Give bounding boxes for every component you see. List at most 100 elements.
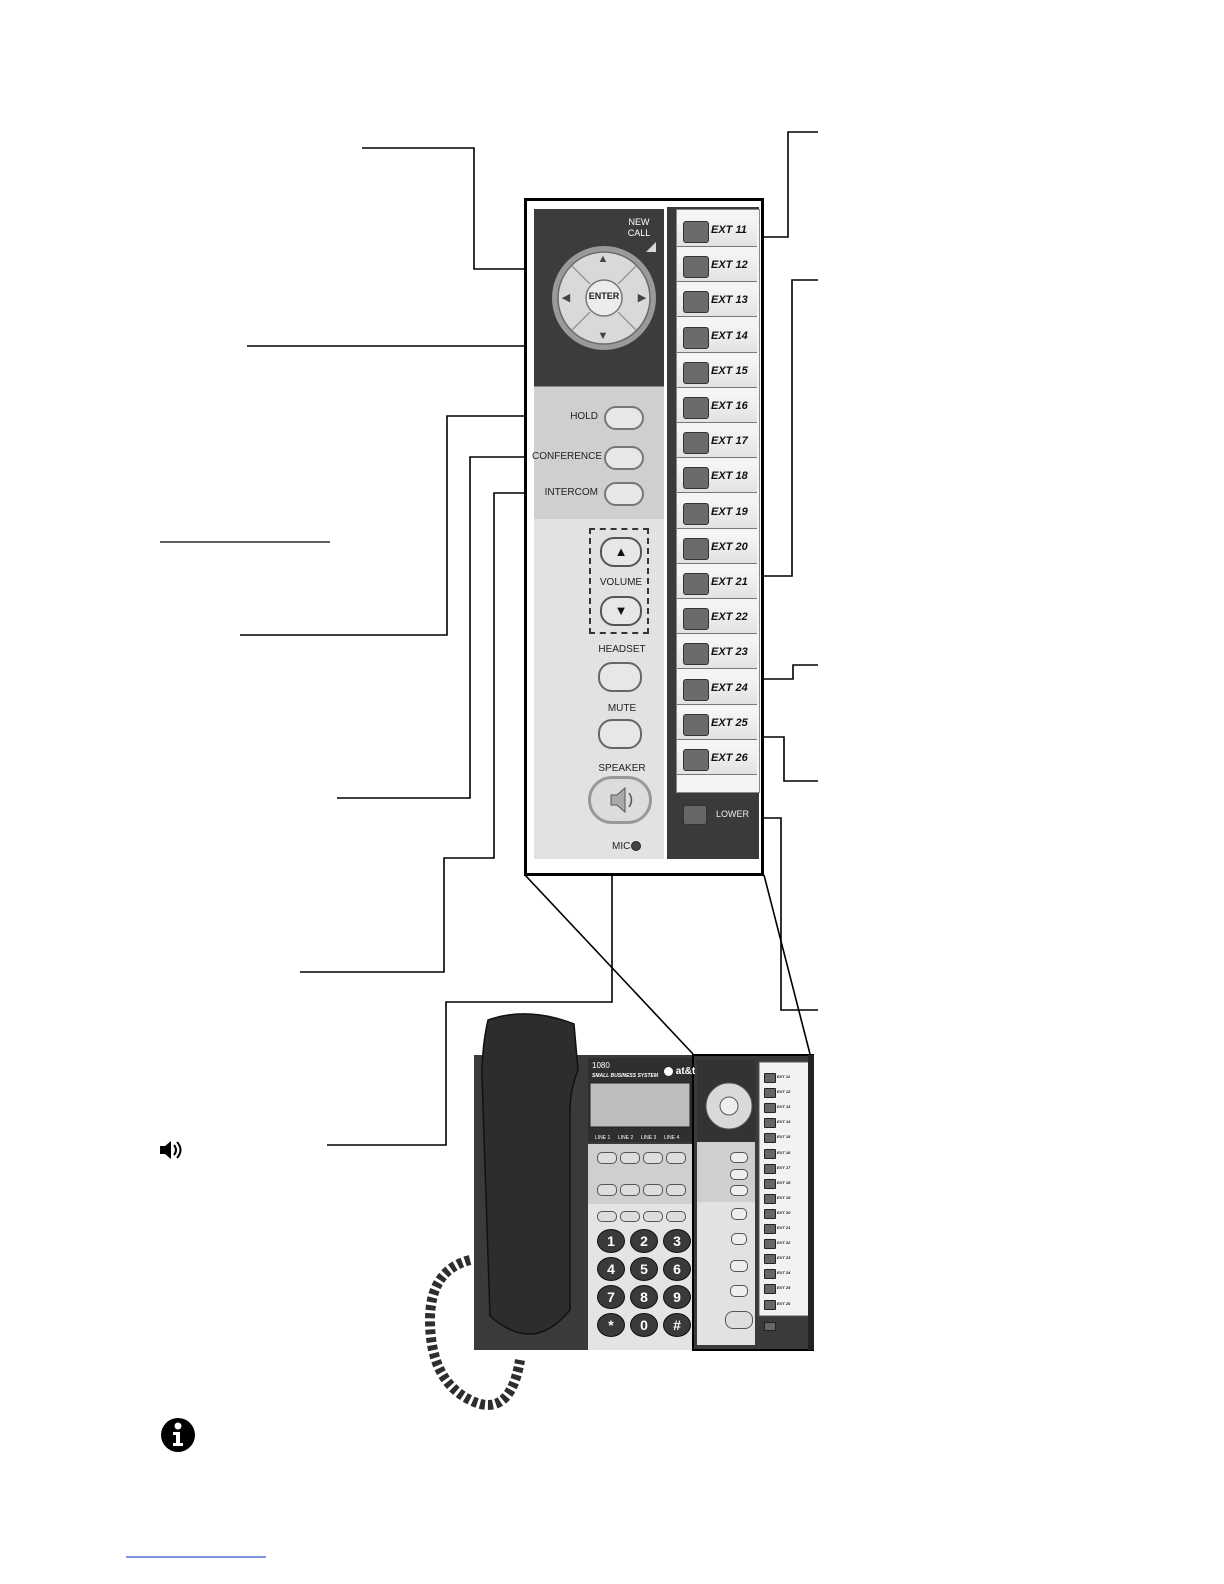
ext-button[interactable] [683,291,709,313]
mini-ext-button[interactable] [764,1103,776,1113]
mini-ext-button[interactable] [764,1073,776,1083]
keypad-key[interactable]: 8 [630,1285,658,1309]
ext-label: EXT 16 [711,400,748,412]
ext-button[interactable] [683,503,709,525]
volume-up-button[interactable]: ▲ [600,537,642,567]
mini-ext-label: EXT 13 [777,1104,791,1109]
nav-up-button[interactable]: ▲ [597,253,609,265]
keypad-key[interactable]: # [663,1313,691,1337]
keypad-key[interactable]: 2 [630,1229,658,1253]
ext-button[interactable] [683,749,709,771]
mini-ext-button[interactable] [764,1269,776,1279]
keypad-key[interactable]: * [597,1313,625,1337]
lower-label: LOWER [716,809,750,819]
keypad-key[interactable]: 7 [597,1285,625,1309]
feature-key[interactable] [666,1211,686,1222]
ext-button[interactable] [683,221,709,243]
feature-key[interactable] [620,1184,640,1196]
mini-ext-button[interactable] [764,1284,776,1294]
feature-key[interactable] [597,1211,617,1222]
ext-button[interactable] [683,538,709,560]
ext-button[interactable] [683,362,709,384]
zoom-line-right [763,874,811,1055]
ext-button[interactable] [683,608,709,630]
mini-speaker-button[interactable] [725,1311,753,1329]
feature-key[interactable] [643,1184,663,1196]
keypad-key[interactable]: 1 [597,1229,625,1253]
line-key[interactable] [666,1152,686,1164]
mini-intercom-button[interactable] [730,1185,748,1196]
intercom-button[interactable] [604,482,644,506]
keypad-key[interactable]: 9 [663,1285,691,1309]
ext-button[interactable] [683,573,709,595]
speaker-button[interactable] [588,776,652,824]
mini-ext-button[interactable] [764,1254,776,1264]
ext-button[interactable] [683,467,709,489]
mini-volume-up[interactable] [731,1208,747,1220]
line-key[interactable] [597,1152,617,1164]
zoom-line-left [524,874,694,1055]
ext-button[interactable] [683,397,709,419]
mini-lower-button[interactable] [764,1322,776,1331]
enter-button[interactable]: ENTER [588,291,620,301]
mini-ext-label: EXT 16 [777,1150,791,1155]
volume-down-button[interactable]: ▼ [600,596,642,626]
mini-ext-button[interactable] [764,1194,776,1204]
conference-button[interactable] [604,446,644,470]
mini-ext-button[interactable] [764,1164,776,1174]
feature-key[interactable] [643,1211,663,1222]
mini-ext-button[interactable] [764,1300,776,1310]
mini-ext-button[interactable] [764,1133,776,1143]
ext-label: EXT 14 [711,330,748,342]
ext-label: EXT 25 [711,717,748,729]
mini-headset-button[interactable] [730,1260,748,1272]
line-key[interactable] [620,1152,640,1164]
mini-ext-button[interactable] [764,1209,776,1219]
keypad-key[interactable]: 3 [663,1229,691,1253]
ext-label: EXT 17 [711,435,748,447]
ext-button[interactable] [683,643,709,665]
volume-label: VOLUME [599,577,643,588]
feature-key[interactable] [597,1184,617,1196]
keypad-key[interactable]: 5 [630,1257,658,1281]
ext-button[interactable] [683,327,709,349]
mini-ext-button[interactable] [764,1088,776,1098]
mini-ext-button[interactable] [764,1239,776,1249]
keypad-key[interactable]: 0 [630,1313,658,1337]
feature-key[interactable] [620,1211,640,1222]
ext-button[interactable] [683,714,709,736]
mute-label: MUTE [607,703,637,714]
ext-label: EXT 20 [711,541,748,553]
ext-button[interactable] [683,256,709,278]
mini-ext-button[interactable] [764,1118,776,1128]
ext-button[interactable] [683,679,709,701]
ext-label: EXT 22 [711,611,748,623]
speaker-icon [160,1141,182,1159]
hold-button[interactable] [604,406,644,430]
mini-ext-button[interactable] [764,1149,776,1159]
ext-label: EXT 21 [711,576,748,588]
lower-button[interactable] [683,805,707,825]
mini-mute-button[interactable] [730,1285,748,1297]
mini-volume-down[interactable] [731,1233,747,1245]
mini-hold-button[interactable] [730,1152,748,1163]
nav-down-button[interactable]: ▼ [597,330,609,342]
ext-button[interactable] [683,432,709,454]
speaker-icon [610,786,633,814]
mute-button[interactable] [598,719,642,749]
keypad-key[interactable]: 4 [597,1257,625,1281]
line-key[interactable] [643,1152,663,1164]
conference-label: CONFERENCE [532,451,603,462]
mini-ext-button[interactable] [764,1179,776,1189]
headset-button[interactable] [598,662,642,692]
mini-ext-label: EXT 17 [777,1165,791,1170]
mini-ext-label: EXT 22 [777,1240,791,1245]
mini-ext-button[interactable] [764,1224,776,1234]
nav-left-button[interactable]: ◀ [561,292,571,304]
feature-key[interactable] [666,1184,686,1196]
mini-conference-button[interactable] [730,1169,748,1180]
keypad-key[interactable]: 6 [663,1257,691,1281]
new-call-indicator [646,242,656,252]
nav-right-button[interactable]: ▶ [637,292,647,304]
